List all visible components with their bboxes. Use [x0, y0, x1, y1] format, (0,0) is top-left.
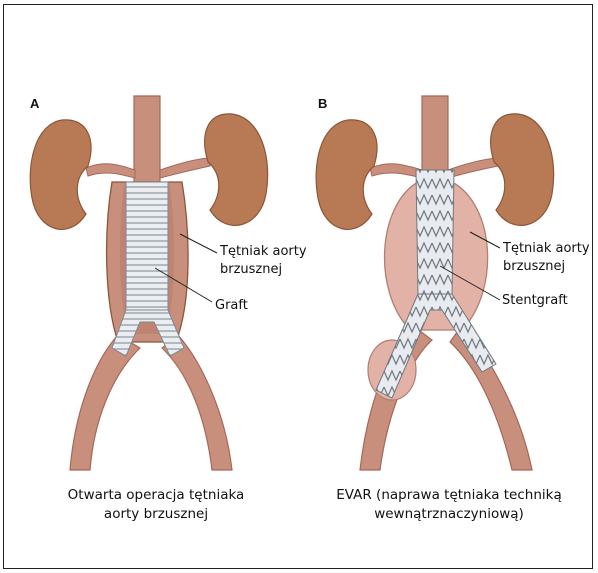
- aorta-upper-a: [134, 96, 160, 182]
- panel-a-caption-line1: Otwarta operacja tętniaka: [40, 486, 272, 505]
- panel-b-caption-line2: wewnątrznaczyniową): [318, 505, 580, 524]
- panel-b-aneurysm-label-line2: brzusznej: [503, 258, 565, 275]
- panel-b-caption-line1: EVAR (naprawa tętniaka techniką: [318, 486, 580, 505]
- panel-b-stentgraft-label: Stentgraft: [502, 292, 568, 309]
- panel-b-aneurysm-label-line1: Tętniak aorty: [503, 240, 590, 257]
- panel-a-illustration: [30, 96, 267, 470]
- kidney-right-a: [205, 114, 268, 226]
- kidney-right-b: [491, 114, 554, 226]
- panel-b-letter: B: [318, 96, 327, 111]
- stentgraft-body: [416, 170, 454, 296]
- panel-a-caption: Otwarta operacja tętniaka aorty brzuszne…: [40, 486, 272, 524]
- graft-body: [126, 182, 168, 312]
- panel-a-aneurysm-label-line1: Tętniak aorty: [220, 243, 307, 260]
- panel-a-caption-line2: aorty brzusznej: [40, 505, 272, 524]
- kidney-left-b: [316, 120, 377, 230]
- panel-a-graft-label: Graft: [215, 297, 248, 314]
- panel-a-letter: A: [30, 96, 39, 111]
- panel-b-illustration: [316, 96, 554, 470]
- aorta-upper-b: [422, 96, 448, 182]
- panel-b-caption: EVAR (naprawa tętniaka techniką wewnątrz…: [318, 486, 580, 524]
- iliac-arteries-a: [70, 335, 232, 470]
- panel-a-aneurysm-label-line2: brzusznej: [220, 261, 282, 278]
- kidney-left-a: [30, 120, 91, 230]
